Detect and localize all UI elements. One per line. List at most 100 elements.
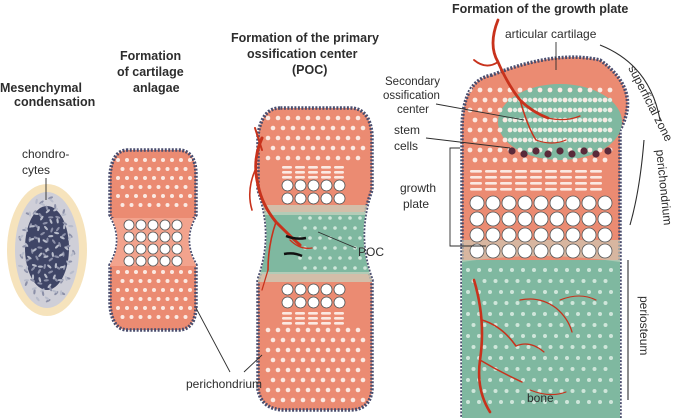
mesenchymal-cell: [23, 279, 30, 282]
mesenchymal-cell: [41, 290, 45, 296]
mesenchymal-cell: [48, 196, 54, 200]
resting-chondrocyte: [165, 203, 170, 207]
stem-cell: [544, 150, 552, 158]
hypertrophic-chondrocyte: [147, 219, 159, 231]
resting-chondrocyte: [482, 389, 487, 393]
resting-chondrocyte: [472, 157, 478, 163]
resting-chondrocyte: [607, 97, 613, 103]
proliferative-chondrocyte: [334, 176, 344, 179]
stem-cell: [580, 147, 588, 155]
mesenchymal-cell: [55, 244, 60, 249]
resting-chondrocyte: [275, 135, 281, 141]
resting-chondrocyte: [125, 288, 129, 292]
resting-chondrocyte: [290, 357, 296, 363]
resting-chondrocyte: [340, 145, 346, 151]
resting-chondrocyte: [499, 312, 503, 316]
resting-chondrocyte: [325, 155, 331, 161]
proliferative-chondrocyte: [321, 171, 331, 174]
resting-chondrocyte: [338, 236, 342, 240]
resting-chondrocyte: [323, 226, 327, 230]
mesenchymal-cell: [44, 273, 48, 279]
resting-chondrocyte: [305, 135, 311, 141]
hypertrophic-chondrocyte: [469, 227, 485, 243]
resting-chondrocyte: [552, 97, 558, 103]
hypertrophic-chondrocyte: [597, 243, 613, 259]
resting-chondrocyte: [270, 145, 276, 151]
resting-chondrocyte: [482, 345, 487, 349]
resting-chondrocyte: [477, 147, 483, 153]
resting-chondrocyte: [477, 400, 481, 404]
mesenchymal-cell: [62, 221, 68, 226]
resting-chondrocyte: [532, 334, 536, 338]
resting-chondrocyte: [179, 158, 183, 162]
resting-chondrocyte: [532, 268, 536, 272]
resting-chondrocyte: [609, 312, 613, 316]
resting-chondrocyte: [355, 347, 361, 353]
proliferative-chondrocyte: [575, 170, 587, 173]
proliferative-chondrocyte: [515, 182, 527, 185]
mesenchymal-cell: [49, 286, 53, 292]
resting-chondrocyte: [325, 387, 331, 393]
resting-chondrocyte: [507, 97, 513, 103]
resting-chondrocyte: [174, 279, 179, 283]
resting-chondrocyte: [152, 270, 156, 274]
hypertrophic-chondrocyte: [135, 219, 147, 231]
mesenchymal-cell: [52, 290, 58, 293]
resting-chondrocyte: [300, 337, 306, 343]
resting-chondrocyte: [581, 389, 586, 393]
mesenchymal-cell: [45, 209, 50, 214]
proliferative-chondrocyte: [282, 166, 292, 169]
resting-chondrocyte: [598, 290, 602, 294]
resting-chondrocyte: [290, 397, 296, 403]
resting-chondrocyte: [547, 107, 553, 113]
mesenchymal-cell: [48, 235, 54, 238]
proliferative-chondrocyte: [282, 317, 292, 320]
resting-chondrocyte: [360, 377, 366, 383]
resting-chondrocyte: [570, 389, 575, 393]
resting-chondrocyte: [554, 268, 558, 272]
resting-chondrocyte: [581, 367, 586, 371]
hypertrophic-chondrocyte: [485, 227, 501, 243]
resting-chondrocyte: [482, 323, 487, 327]
resting-chondrocyte: [188, 194, 192, 198]
resting-chondrocyte: [532, 378, 536, 382]
resting-chondrocyte: [125, 176, 129, 180]
proliferative-chondrocyte: [485, 176, 497, 179]
resting-chondrocyte: [116, 270, 120, 274]
resting-chondrocyte: [602, 127, 608, 133]
resting-chondrocyte: [522, 137, 528, 143]
resting-chondrocyte: [507, 137, 513, 143]
mesenchymal-cell: [68, 233, 73, 238]
resting-chondrocyte: [345, 327, 351, 333]
mesenchymal-cell: [42, 221, 48, 225]
hypertrophic-chondrocyte: [469, 195, 485, 211]
resting-chondrocyte: [174, 297, 179, 301]
resting-chondrocyte: [298, 256, 302, 260]
resting-chondrocyte: [592, 345, 597, 349]
resting-chondrocyte: [477, 127, 483, 133]
stem-cell: [568, 150, 576, 158]
resting-chondrocyte: [315, 367, 321, 373]
resting-chondrocyte: [183, 315, 188, 319]
resting-chondrocyte: [156, 279, 161, 283]
mesenchymal-cell: [52, 274, 56, 280]
resting-chondrocyte: [345, 347, 351, 353]
resting-chondrocyte: [134, 306, 138, 310]
resting-chondrocyte: [328, 256, 332, 260]
hypertrophic-chondrocyte: [501, 195, 517, 211]
hypertrophic-chondrocyte: [533, 211, 549, 227]
resting-chondrocyte: [285, 347, 291, 353]
resting-chondrocyte: [295, 387, 301, 393]
mesenchymal-cell: [25, 258, 31, 262]
resting-chondrocyte: [602, 97, 608, 103]
resting-chondrocyte: [603, 323, 608, 327]
resting-chondrocyte: [350, 125, 356, 131]
resting-chondrocyte: [576, 290, 580, 294]
title-primary-ossification-center: Formation of the primary ossification ce…: [231, 31, 379, 77]
resting-chondrocyte: [607, 127, 613, 133]
resting-chondrocyte: [482, 97, 488, 103]
resting-chondrocyte: [587, 268, 591, 272]
resting-chondrocyte: [581, 301, 586, 305]
resting-chondrocyte: [183, 185, 188, 189]
resting-chondrocyte: [532, 137, 538, 143]
